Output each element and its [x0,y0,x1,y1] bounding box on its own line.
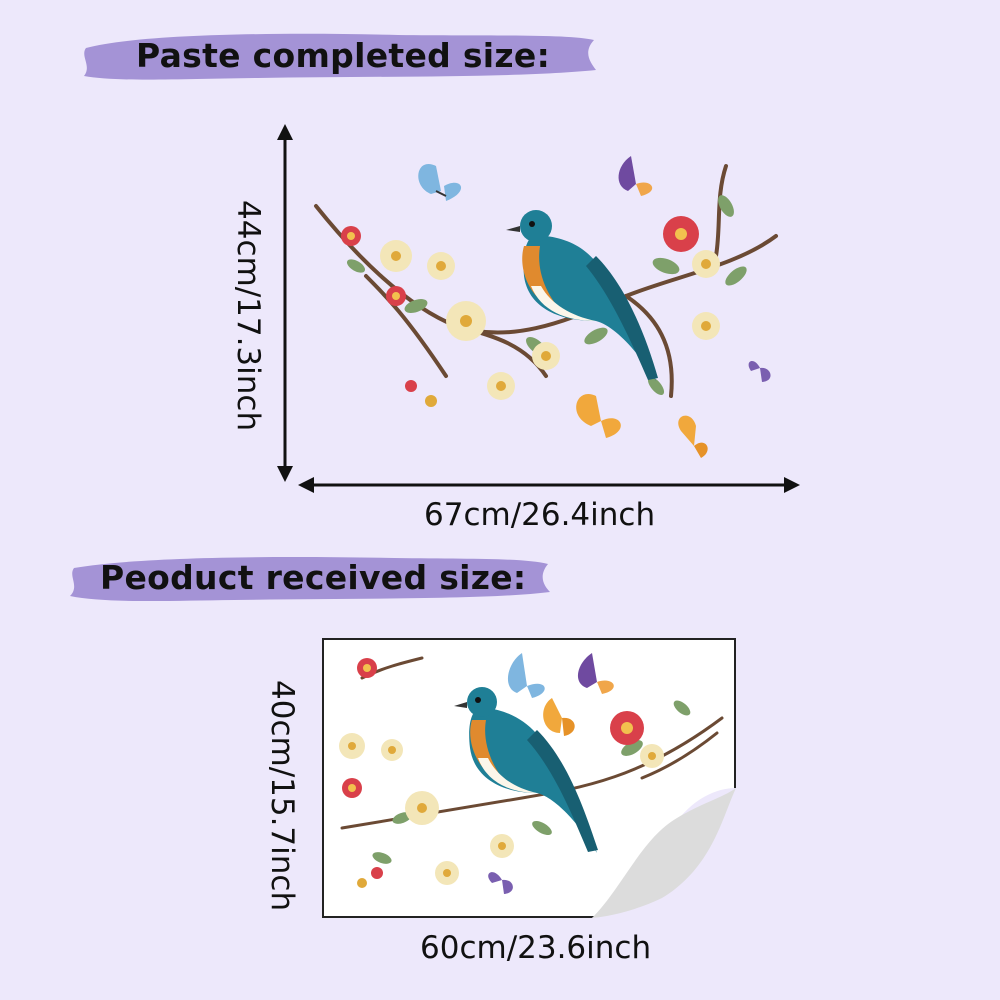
leaf-icon [372,700,691,864]
pasted-size-banner: Paste completed size: [78,26,598,84]
flower-icon [341,216,720,407]
received-size-banner: Peoduct received size: [64,548,552,606]
brush-stroke-background [70,557,550,602]
bird-icon [506,210,658,381]
pasted-decal-illustration [314,156,778,458]
bird-icon [454,687,598,853]
width-arrow-icon [298,477,800,493]
flower-icon [339,658,664,888]
butterfly-icon [577,653,614,694]
butterfly-icon [618,156,653,196]
butterfly-icon [748,360,771,382]
pasted-width-label: 67cm/26.4inch [424,497,656,533]
height-arrow-icon [277,124,293,482]
received-sticker-sheet [322,638,736,918]
received-size-heading: Peoduct received size: [100,557,527,597]
brush-stroke-background [84,33,596,80]
butterfly-icon [576,393,621,438]
pasted-height-label: 44cm/17.3inch [230,200,266,432]
received-width-label: 60cm/23.6inch [420,930,652,966]
peeling-corner-icon [592,788,736,918]
pasted-size-heading: Paste completed size: [136,35,551,75]
butterfly-icon [543,698,575,736]
butterfly-icon [418,163,462,201]
received-height-label: 40cm/15.7inch [264,680,300,912]
butterfly-icon [678,415,708,458]
butterfly-icon [488,872,513,894]
leaf-icon [346,195,747,396]
butterfly-icon [507,653,545,698]
